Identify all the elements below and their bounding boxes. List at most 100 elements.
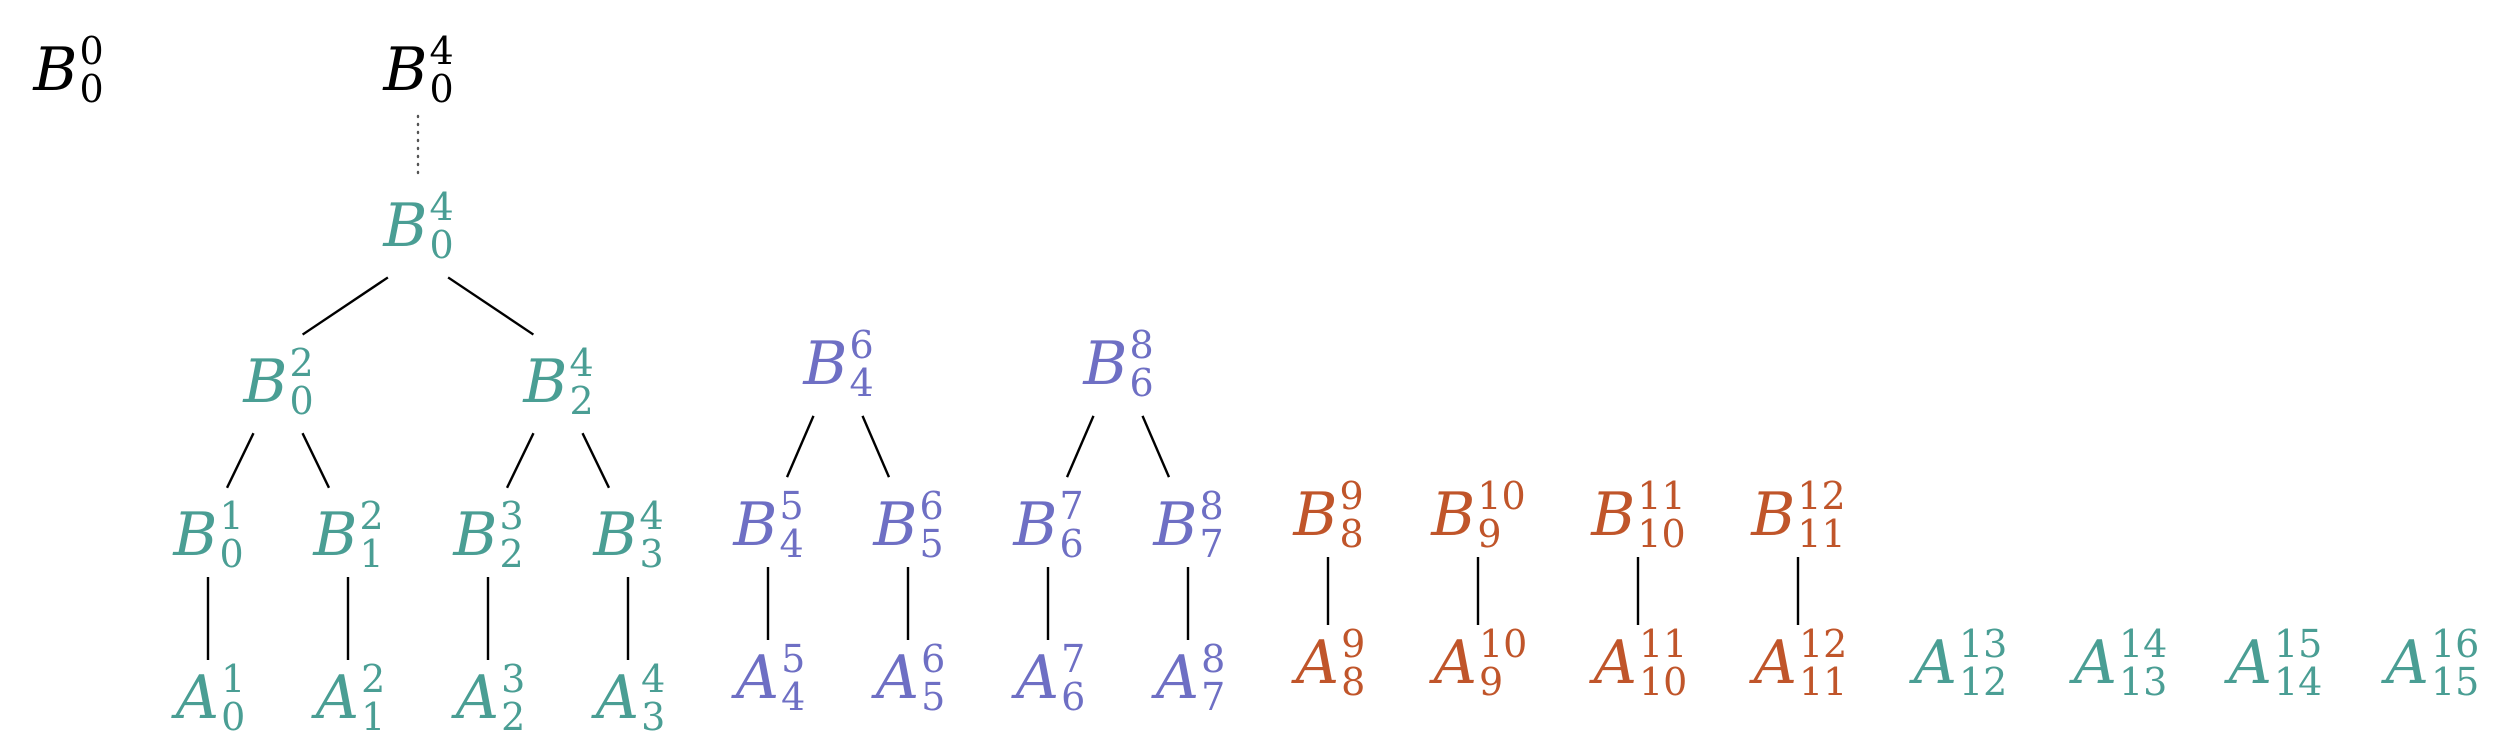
node-A14_15: A15: [2224, 622, 2323, 698]
node-superscript: 5: [779, 484, 803, 528]
edge-B4_6-to-B5_6: [861, 415, 891, 478]
node-B0_1: B1: [172, 494, 243, 570]
node-B0_2: B2: [242, 341, 313, 417]
node-superscript: 7: [1061, 637, 1085, 681]
node-superscript: 4: [429, 185, 453, 229]
node-subscript: 6: [1059, 522, 1083, 566]
node-subscript: 8: [1341, 660, 1365, 704]
node-superscript: 6: [849, 323, 873, 367]
node-base: A: [171, 663, 219, 733]
node-base: B: [732, 490, 777, 560]
node-B1_2: B2: [312, 494, 383, 570]
node-B4_6: B6: [802, 323, 873, 399]
node-superscript: 13: [1959, 622, 2007, 666]
node-base: A: [2224, 628, 2272, 698]
node-base: B: [1430, 480, 1475, 550]
node-A3_4: A4: [591, 657, 666, 733]
node-subscript: 5: [921, 675, 945, 719]
node-A10_11: A11: [1589, 622, 1688, 698]
node-superscript: 1: [219, 494, 243, 538]
node-base: A: [1749, 628, 1797, 698]
node-subscript: 11: [1799, 660, 1847, 704]
node-superscript: 10: [1479, 622, 1527, 666]
edge-B0_2-to-B1_2: [301, 432, 331, 489]
node-subscript: 9: [1477, 512, 1501, 556]
node-subscript: 15: [2431, 660, 2479, 704]
node-subscript: 4: [849, 361, 873, 405]
node-base: A: [1011, 643, 1059, 713]
node-A0_1: A1: [171, 657, 246, 733]
node-A15_16: A16: [2381, 622, 2480, 698]
node-superscript: 4: [569, 341, 593, 385]
edge-B2_4-to-B2_3: [505, 432, 535, 489]
node-superscript: 2: [361, 657, 385, 701]
node-subscript: 5: [919, 522, 943, 566]
node-A7_8: A8: [1151, 637, 1226, 713]
node-subscript: 13: [2119, 660, 2167, 704]
node-base: A: [1909, 628, 1957, 698]
node-superscript: 1: [221, 657, 245, 701]
edge-B0_2-to-B0_1: [225, 432, 255, 489]
node-superscript: 12: [1797, 474, 1845, 518]
node-subscript: 0: [429, 223, 453, 267]
node-base: A: [871, 643, 919, 713]
node-B3_4: B4: [592, 494, 663, 570]
node-B4_5: B5: [732, 484, 803, 560]
node-subscript: 10: [1637, 512, 1685, 556]
node-base: A: [1151, 643, 1199, 713]
node-superscript: 3: [501, 657, 525, 701]
node-superscript: 6: [921, 637, 945, 681]
node-superscript: 9: [1341, 622, 1365, 666]
node-B5_6: B6: [872, 484, 943, 560]
node-base: B: [1292, 480, 1337, 550]
node-subscript: 4: [781, 675, 805, 719]
edge-B4_6-to-B4_5: [785, 415, 815, 478]
node-superscript: 8: [1199, 484, 1223, 528]
node-B8_9: B9: [1292, 474, 1363, 550]
node-base: B: [312, 500, 357, 570]
node-base: B: [242, 347, 287, 417]
node-superscript: 12: [1799, 622, 1847, 666]
node-superscript: 9: [1339, 474, 1363, 518]
edge-B0_4-to-B0_2: [301, 276, 389, 336]
node-subscript: 0: [289, 379, 313, 423]
node-B0_0_top: B0: [32, 29, 103, 105]
node-superscript: 8: [1201, 637, 1225, 681]
node-B7_8: B8: [1152, 484, 1223, 560]
node-base: A: [731, 643, 779, 713]
node-superscript: 3: [499, 494, 523, 538]
node-A5_6: A6: [871, 637, 946, 713]
node-base: B: [872, 490, 917, 560]
node-base: A: [1291, 628, 1339, 698]
node-base: B: [1012, 490, 1057, 560]
node-subscript: 4: [779, 522, 803, 566]
node-B6_7: B7: [1012, 484, 1083, 560]
node-superscript: 6: [919, 484, 943, 528]
node-base: A: [311, 663, 359, 733]
node-superscript: 0: [79, 29, 103, 73]
edges-layer: [206, 114, 1800, 660]
node-base: A: [2381, 628, 2429, 698]
edge-B6_8-to-B7_8: [1141, 415, 1171, 478]
node-A4_5: A5: [731, 637, 806, 713]
node-base: B: [802, 329, 847, 399]
node-base: A: [1429, 628, 1477, 698]
edge-B2_4-to-B3_4: [581, 432, 611, 489]
node-base: B: [1590, 480, 1635, 550]
node-subscript: 11: [1797, 512, 1845, 556]
edge-B6_8-to-B6_7: [1065, 415, 1095, 478]
node-A13_14: A14: [2069, 622, 2168, 698]
node-subscript: 10: [1639, 660, 1687, 704]
node-superscript: 7: [1059, 484, 1083, 528]
node-base: B: [1082, 329, 1127, 399]
node-superscript: 4: [639, 494, 663, 538]
node-subscript: 8: [1339, 512, 1363, 556]
node-superscript: 8: [1129, 323, 1153, 367]
node-B6_8: B8: [1082, 323, 1153, 399]
node-superscript: 4: [429, 29, 453, 73]
node-base: A: [2069, 628, 2117, 698]
node-superscript: 11: [1637, 474, 1685, 518]
node-superscript: 15: [2274, 622, 2322, 666]
node-base: A: [1589, 628, 1637, 698]
